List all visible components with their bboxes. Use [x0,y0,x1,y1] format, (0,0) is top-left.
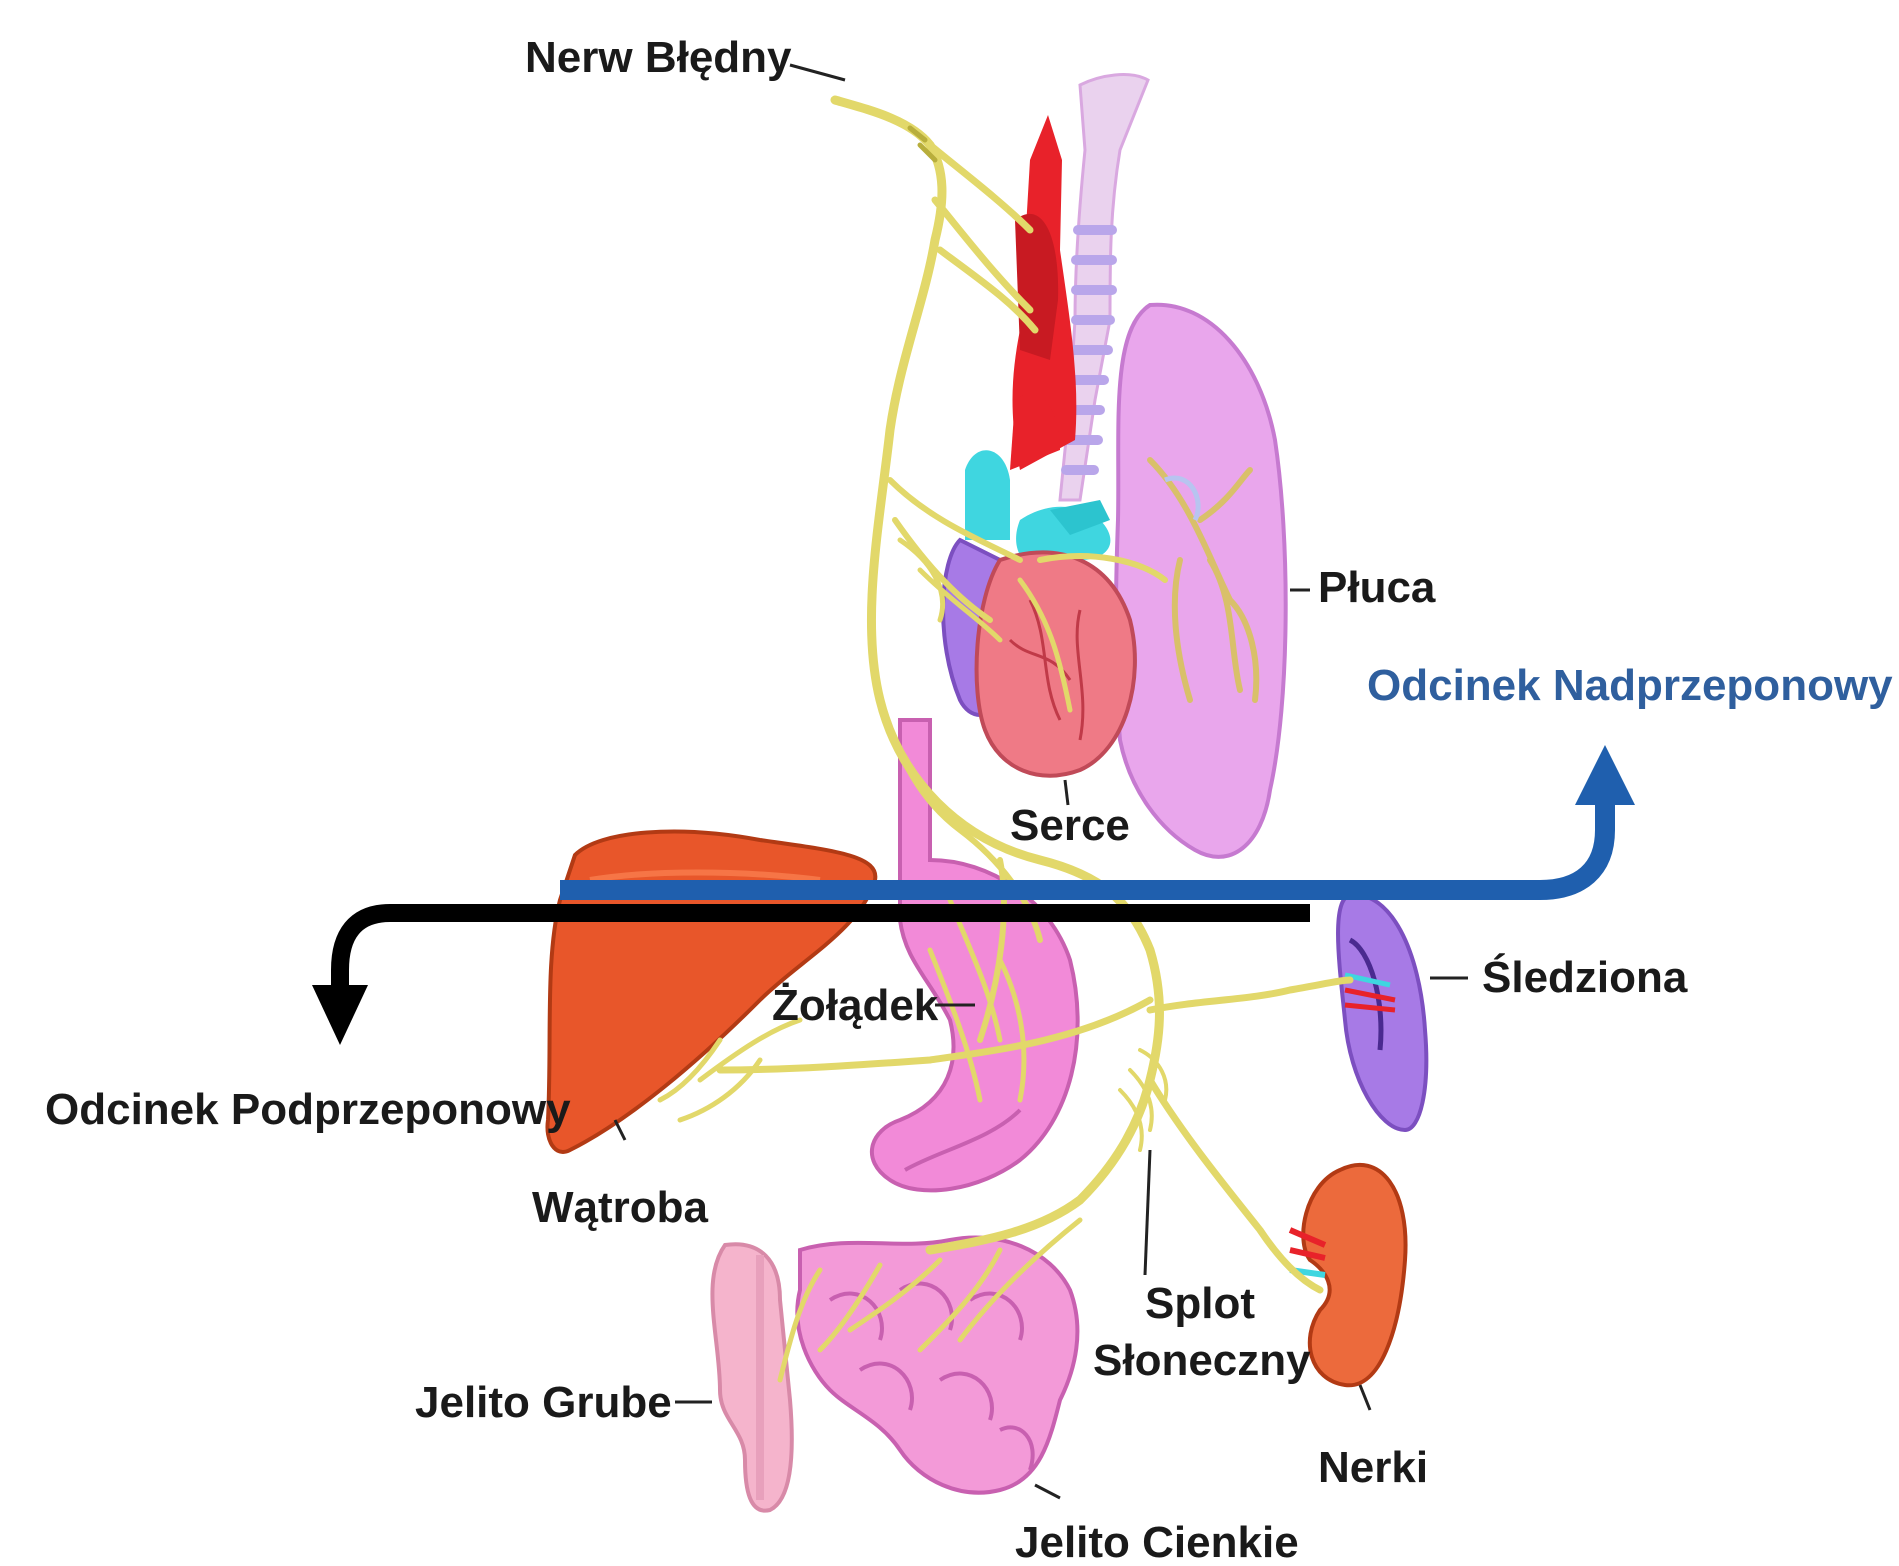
spleen-illustration [1338,895,1426,1130]
liver-leader [615,1120,625,1140]
label-spleen: Śledziona [1482,952,1688,1002]
label-subdiaphragmatic: Odcinek Podprzeponowy [45,1085,571,1134]
small-intestine-leader [1035,1485,1060,1498]
heart-illustration [943,540,1135,776]
label-liver: Wątroba [532,1183,709,1232]
label-supradiaphragmatic: Odcinek Nadprzeponowy [1367,661,1893,710]
label-stomach: Żołądek [772,981,939,1030]
vagus-leader [790,65,845,80]
kidneys-leader [1360,1385,1370,1410]
label-lungs: Płuca [1318,563,1436,612]
label-kidneys: Nerki [1318,1443,1428,1492]
lung-illustration [1116,305,1286,857]
label-solar-plexus-line1: Splot [1145,1279,1255,1328]
plexus-leader [1145,1150,1150,1275]
label-large-intestine: Jelito Grube [415,1378,672,1427]
label-small-intestine: Jelito Cienkie [1015,1518,1299,1566]
label-vagus-nerve: Nerw Błędny [525,33,792,82]
label-heart: Serce [1010,801,1130,850]
label-solar-plexus-line2: Słoneczny [1093,1336,1311,1385]
intestines-illustration [712,1237,1077,1510]
